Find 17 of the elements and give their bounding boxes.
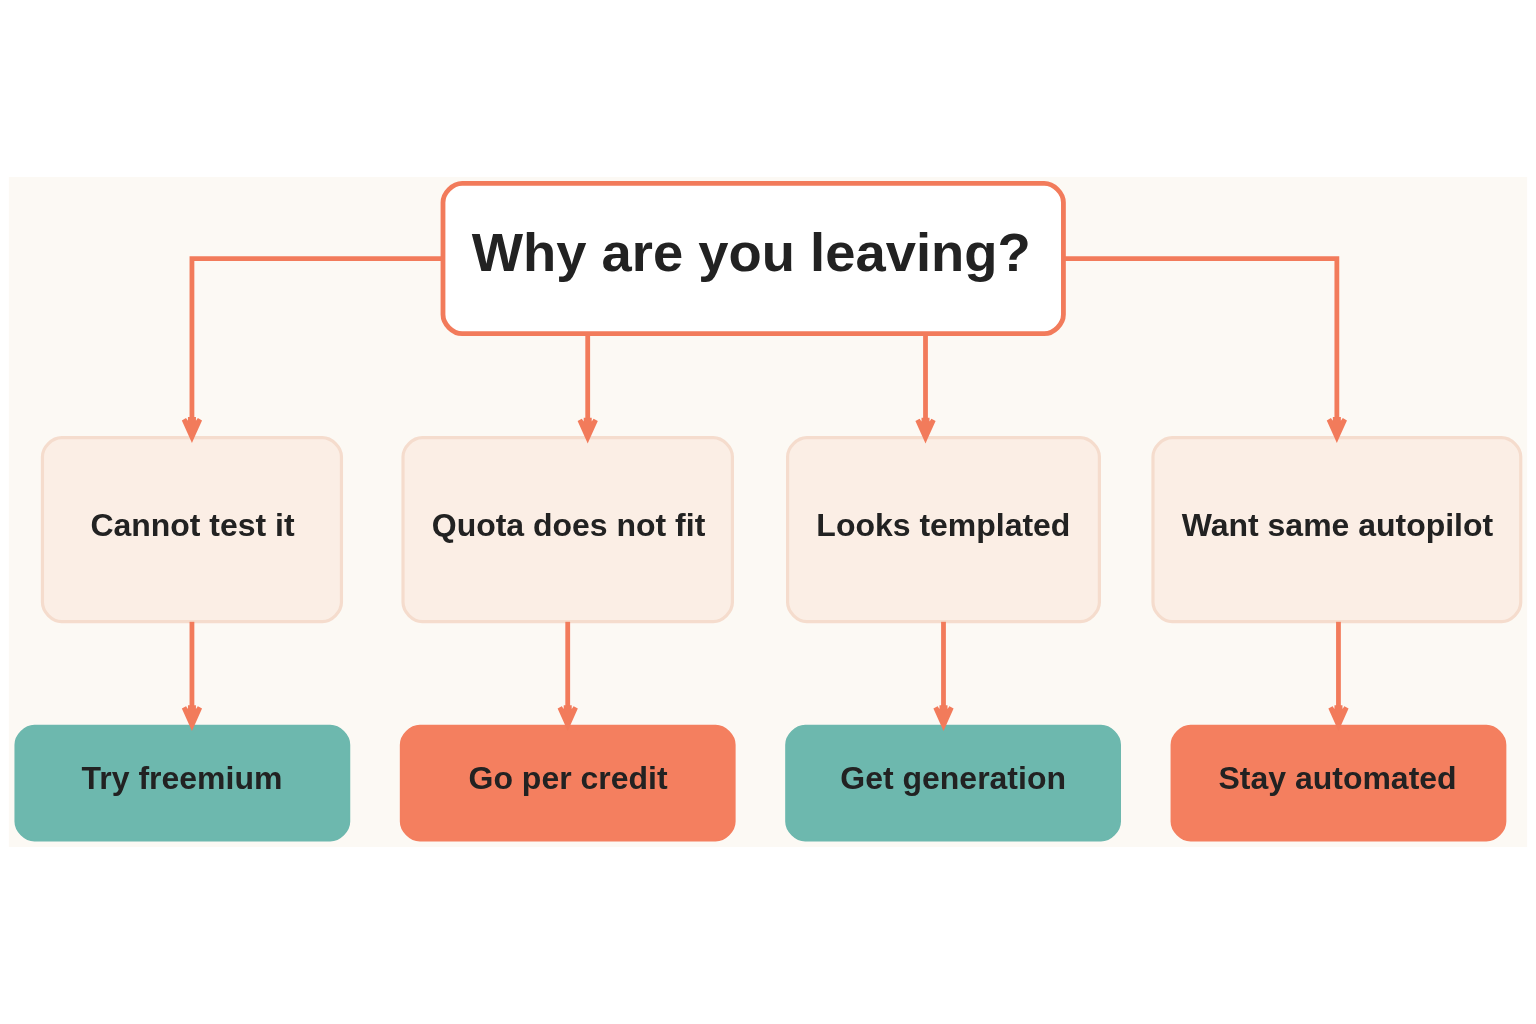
arrow [181, 621, 203, 728]
node-box: Want same autopilot [1151, 436, 1523, 624]
node-box: Get generation [785, 724, 1121, 842]
node-box: Go per credit [399, 724, 736, 842]
arrow [181, 256, 443, 440]
node-box: Try freemium [14, 724, 351, 842]
arrow [1063, 256, 1348, 440]
node-box: Looks templated [786, 436, 1101, 624]
node-box: Cannot test it [40, 436, 344, 624]
arrow [933, 621, 954, 728]
arrow [915, 334, 936, 441]
arrow [1328, 621, 1349, 728]
arrow [557, 621, 579, 728]
node-box: Stay automated [1170, 724, 1507, 842]
node-box: Why are you leaving? [440, 181, 1066, 337]
node-box: Quota does not fit [401, 436, 734, 624]
arrow [577, 334, 598, 441]
